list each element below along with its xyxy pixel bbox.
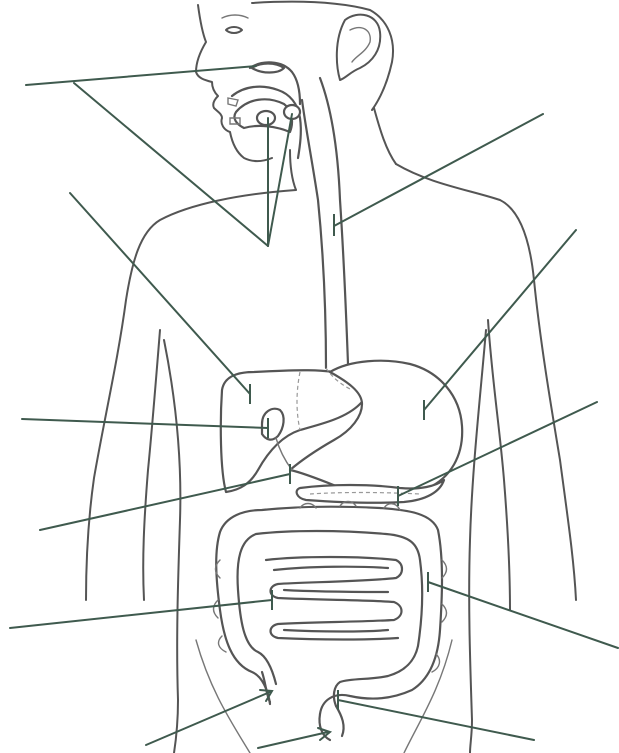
mouth-and-pharynx xyxy=(228,62,301,158)
leader-appendix xyxy=(146,692,270,745)
torso-left-side xyxy=(164,340,180,753)
esophagus-left-wall xyxy=(302,100,326,368)
salivary-gland-left xyxy=(257,111,275,125)
leader-rectum xyxy=(338,700,534,740)
right-arm-inner xyxy=(488,320,510,610)
ear-inner xyxy=(350,28,370,62)
pelvis-right xyxy=(404,640,452,753)
pelvis-left xyxy=(196,640,250,753)
neck-back xyxy=(374,108,396,164)
leader-large-intestine xyxy=(428,582,618,648)
ear xyxy=(337,15,380,80)
leader-anus xyxy=(258,732,328,748)
leader-liver xyxy=(70,193,250,394)
leader-mouth-diagonal xyxy=(74,83,268,246)
leader-small-intestine xyxy=(10,600,272,628)
leader-stomach xyxy=(424,230,576,410)
eye xyxy=(226,27,242,33)
eyebrow xyxy=(222,15,248,18)
leader-duodenum xyxy=(40,474,290,530)
left-arm-inner xyxy=(143,330,160,600)
leader-mouth-horizontal xyxy=(26,66,256,85)
large-intestine-haustra-right xyxy=(432,560,447,672)
tongue-upper xyxy=(252,64,284,73)
face-profile xyxy=(196,5,272,161)
neck-front xyxy=(290,150,296,190)
leader-salivary-right xyxy=(268,114,292,246)
teeth-upper xyxy=(228,98,238,106)
torso-right-side xyxy=(469,330,486,753)
rectum xyxy=(319,706,343,740)
